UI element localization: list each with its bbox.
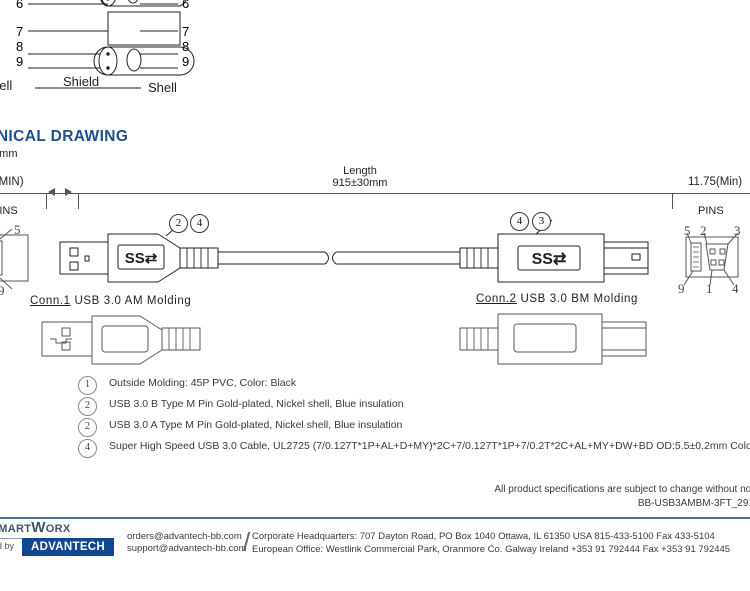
connector-2-ref: Conn.2 (476, 293, 517, 305)
callout-right-4: 4 (510, 212, 529, 231)
dimension-length: Length 915±30mm (300, 165, 420, 189)
callout-right-3: 3 (532, 212, 551, 231)
email-orders[interactable]: orders@advantech-bb.com (127, 531, 242, 542)
dimension-tick-mid (78, 193, 79, 209)
footer-divider (0, 517, 750, 519)
note-text-2: USB 3.0 B Type M Pin Gold-plated, Nickel… (109, 398, 404, 410)
email-support[interactable]: support@advantech-bb.com (127, 543, 247, 554)
superspeed-logo-left: SS⇄ (125, 250, 158, 267)
shell-label-left: hell (0, 78, 13, 93)
smartworx-logo: SmartWorx (0, 519, 71, 536)
wire-pin-left-7: 7 (16, 24, 24, 39)
note-item: 2 USB 3.0 B Type M Pin Gold-plated, Nick… (78, 396, 750, 417)
wiring-diagram: 6 7 8 9 6 7 8 9 hell Shield Shell (0, 0, 250, 100)
wire-pin-right-8: 8 (182, 39, 190, 54)
document-code: BB-USB3AMBM-3FT_291 (637, 498, 750, 509)
note-bullet-4: 4 (78, 439, 97, 458)
section-heading: MECHANICAL DRAWING (0, 128, 129, 145)
advantech-logo: ADVANTECH (22, 538, 114, 556)
note-text-3: USB 3.0 A Type M Pin Gold-plated, Nickel… (109, 419, 403, 431)
dimension-arrow-right (65, 188, 72, 196)
note-bullet-3: 2 (78, 418, 97, 437)
pins-panel-right: PINS (678, 205, 750, 300)
cable-outline-views (41, 313, 647, 365)
usb-a-face-svg (0, 228, 29, 290)
dimension-right-min: 11.75(Min) (688, 176, 743, 188)
dimension-arrow-left (48, 188, 55, 196)
dimension-length-value: 915±30mm (332, 177, 388, 189)
superspeed-logo-right: SS⇄ (532, 251, 567, 268)
section-unit-label: t: mm (0, 148, 18, 160)
wire-pin-right-7: 7 (182, 24, 190, 39)
connector-2-caption: Conn.2 USB 3.0 BM Molding (476, 293, 638, 305)
wire-pin-left-8: 8 (16, 39, 24, 54)
connector-1-caption: Conn.1 USB 3.0 AM Molding (30, 295, 191, 307)
footer-addresses: Corporate Headquarters: 707 Dayton Road,… (252, 530, 730, 556)
footer-slash-divider: / (243, 527, 251, 557)
note-text-4: Super High Speed USB 3.0 Cable, UL2725 (… (109, 440, 750, 452)
note-bullet-2: 2 (78, 397, 97, 416)
dimension-left-min: 75(MIN) (0, 176, 24, 188)
dimension-tick-right (672, 193, 673, 209)
powered-by-label: ered by (0, 541, 15, 551)
note-item: 2 USB 3.0 A Type M Pin Gold-plated, Nick… (78, 417, 750, 438)
wire-pin-left-6: 6 (16, 0, 24, 11)
dimension-rule (0, 193, 750, 194)
address-headquarters: Corporate Headquarters: 707 Dayton Road,… (252, 531, 715, 542)
note-text-1: Outside Molding: 45P PVC, Color: Black (109, 377, 297, 389)
callout-left-4: 4 (190, 214, 209, 233)
pins-left-label-5: 5 (14, 222, 21, 237)
connector-1-ref: Conn.1 (30, 295, 71, 307)
dimension-tick-left (46, 193, 47, 209)
svg-text:SS⇄: SS⇄ (532, 251, 567, 268)
note-item: 4 Super High Speed USB 3.0 Cable, UL2725… (78, 438, 750, 459)
shell-label-right: Shell (148, 80, 177, 95)
wiring-diagram-svg (28, 0, 195, 89)
pins-right-title: PINS (698, 205, 724, 217)
usb-b-face-svg (683, 233, 739, 286)
pins-right-label-1: 1 (706, 281, 713, 296)
wire-pin-right-9: 9 (182, 54, 190, 69)
dimension-length-label: Length (343, 165, 377, 177)
note-item: 1 Outside Molding: 45P PVC, Color: Black (78, 375, 750, 396)
footer-emails: orders@advantech-bb.com support@advantec… (127, 531, 247, 555)
pins-right-label-9: 9 (678, 281, 685, 296)
pins-right-label-2: 2 (700, 223, 707, 238)
disclaimer-line-1: All product specifications are subject t… (494, 484, 750, 495)
address-europe: European Office: Westlink Commercial Par… (252, 544, 731, 555)
connector-2-desc: USB 3.0 BM Molding (520, 293, 639, 305)
connector-1-desc: USB 3.0 AM Molding (74, 295, 192, 307)
shield-label: Shield (63, 74, 100, 89)
pins-right-label-4: 4 (732, 281, 739, 296)
note-bullet-1: 1 (78, 376, 97, 395)
pins-right-label-5: 5 (684, 223, 691, 238)
pins-left-label-9: 9 (0, 283, 5, 298)
cable-assembly-drawing: SS⇄ SS⇄ (59, 219, 649, 283)
svg-text:SS⇄: SS⇄ (125, 250, 158, 267)
pins-left-title: PINS (0, 205, 18, 217)
disclaimer-block: All product specifications are subject t… (494, 483, 750, 511)
wire-pin-right-6: 6 (182, 0, 190, 11)
notes-list: 1 Outside Molding: 45P PVC, Color: Black… (78, 375, 750, 459)
wire-pin-left-9: 9 (16, 54, 24, 69)
callout-left-2: 2 (169, 214, 188, 233)
pins-right-label-3: 3 (734, 223, 741, 238)
pins-panel-left: PINS 5 9 (0, 205, 64, 300)
